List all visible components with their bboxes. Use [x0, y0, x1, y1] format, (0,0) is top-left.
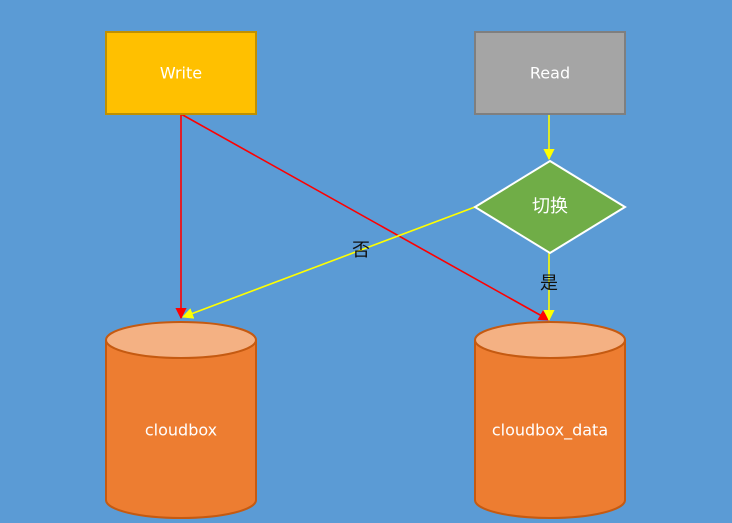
cloudbox-data-label: cloudbox_data: [492, 421, 608, 441]
edge-switch-no-to-cloudbox: [181, 206, 476, 319]
cloudbox-label: cloudbox: [145, 421, 217, 440]
edge-write-to-cloudbox-data: [180, 113, 550, 321]
write-node: Write: [105, 31, 257, 115]
switch-decision-node: 切换: [473, 159, 627, 255]
switch-decision-label: 切换: [532, 196, 568, 217]
read-node: Read: [474, 31, 626, 115]
switch-decision-diamond: [473, 159, 627, 255]
write-node-label: Write: [160, 64, 202, 83]
cloudbox-data-database: cloudbox_data: [474, 321, 626, 519]
read-node-box: [474, 31, 626, 115]
cloudbox-data-cylinder-top: [474, 321, 626, 359]
edge-label-no: 否: [352, 240, 370, 261]
cloudbox-cylinder-top: [105, 321, 257, 359]
edge-label-yes: 是: [540, 273, 558, 294]
read-node-label: Read: [530, 64, 570, 83]
write-node-box: [105, 31, 257, 115]
cloudbox-database: cloudbox: [105, 321, 257, 519]
cloudbox-data-cylinder-body: [474, 340, 626, 519]
cloudbox-cylinder-body: [105, 340, 257, 519]
